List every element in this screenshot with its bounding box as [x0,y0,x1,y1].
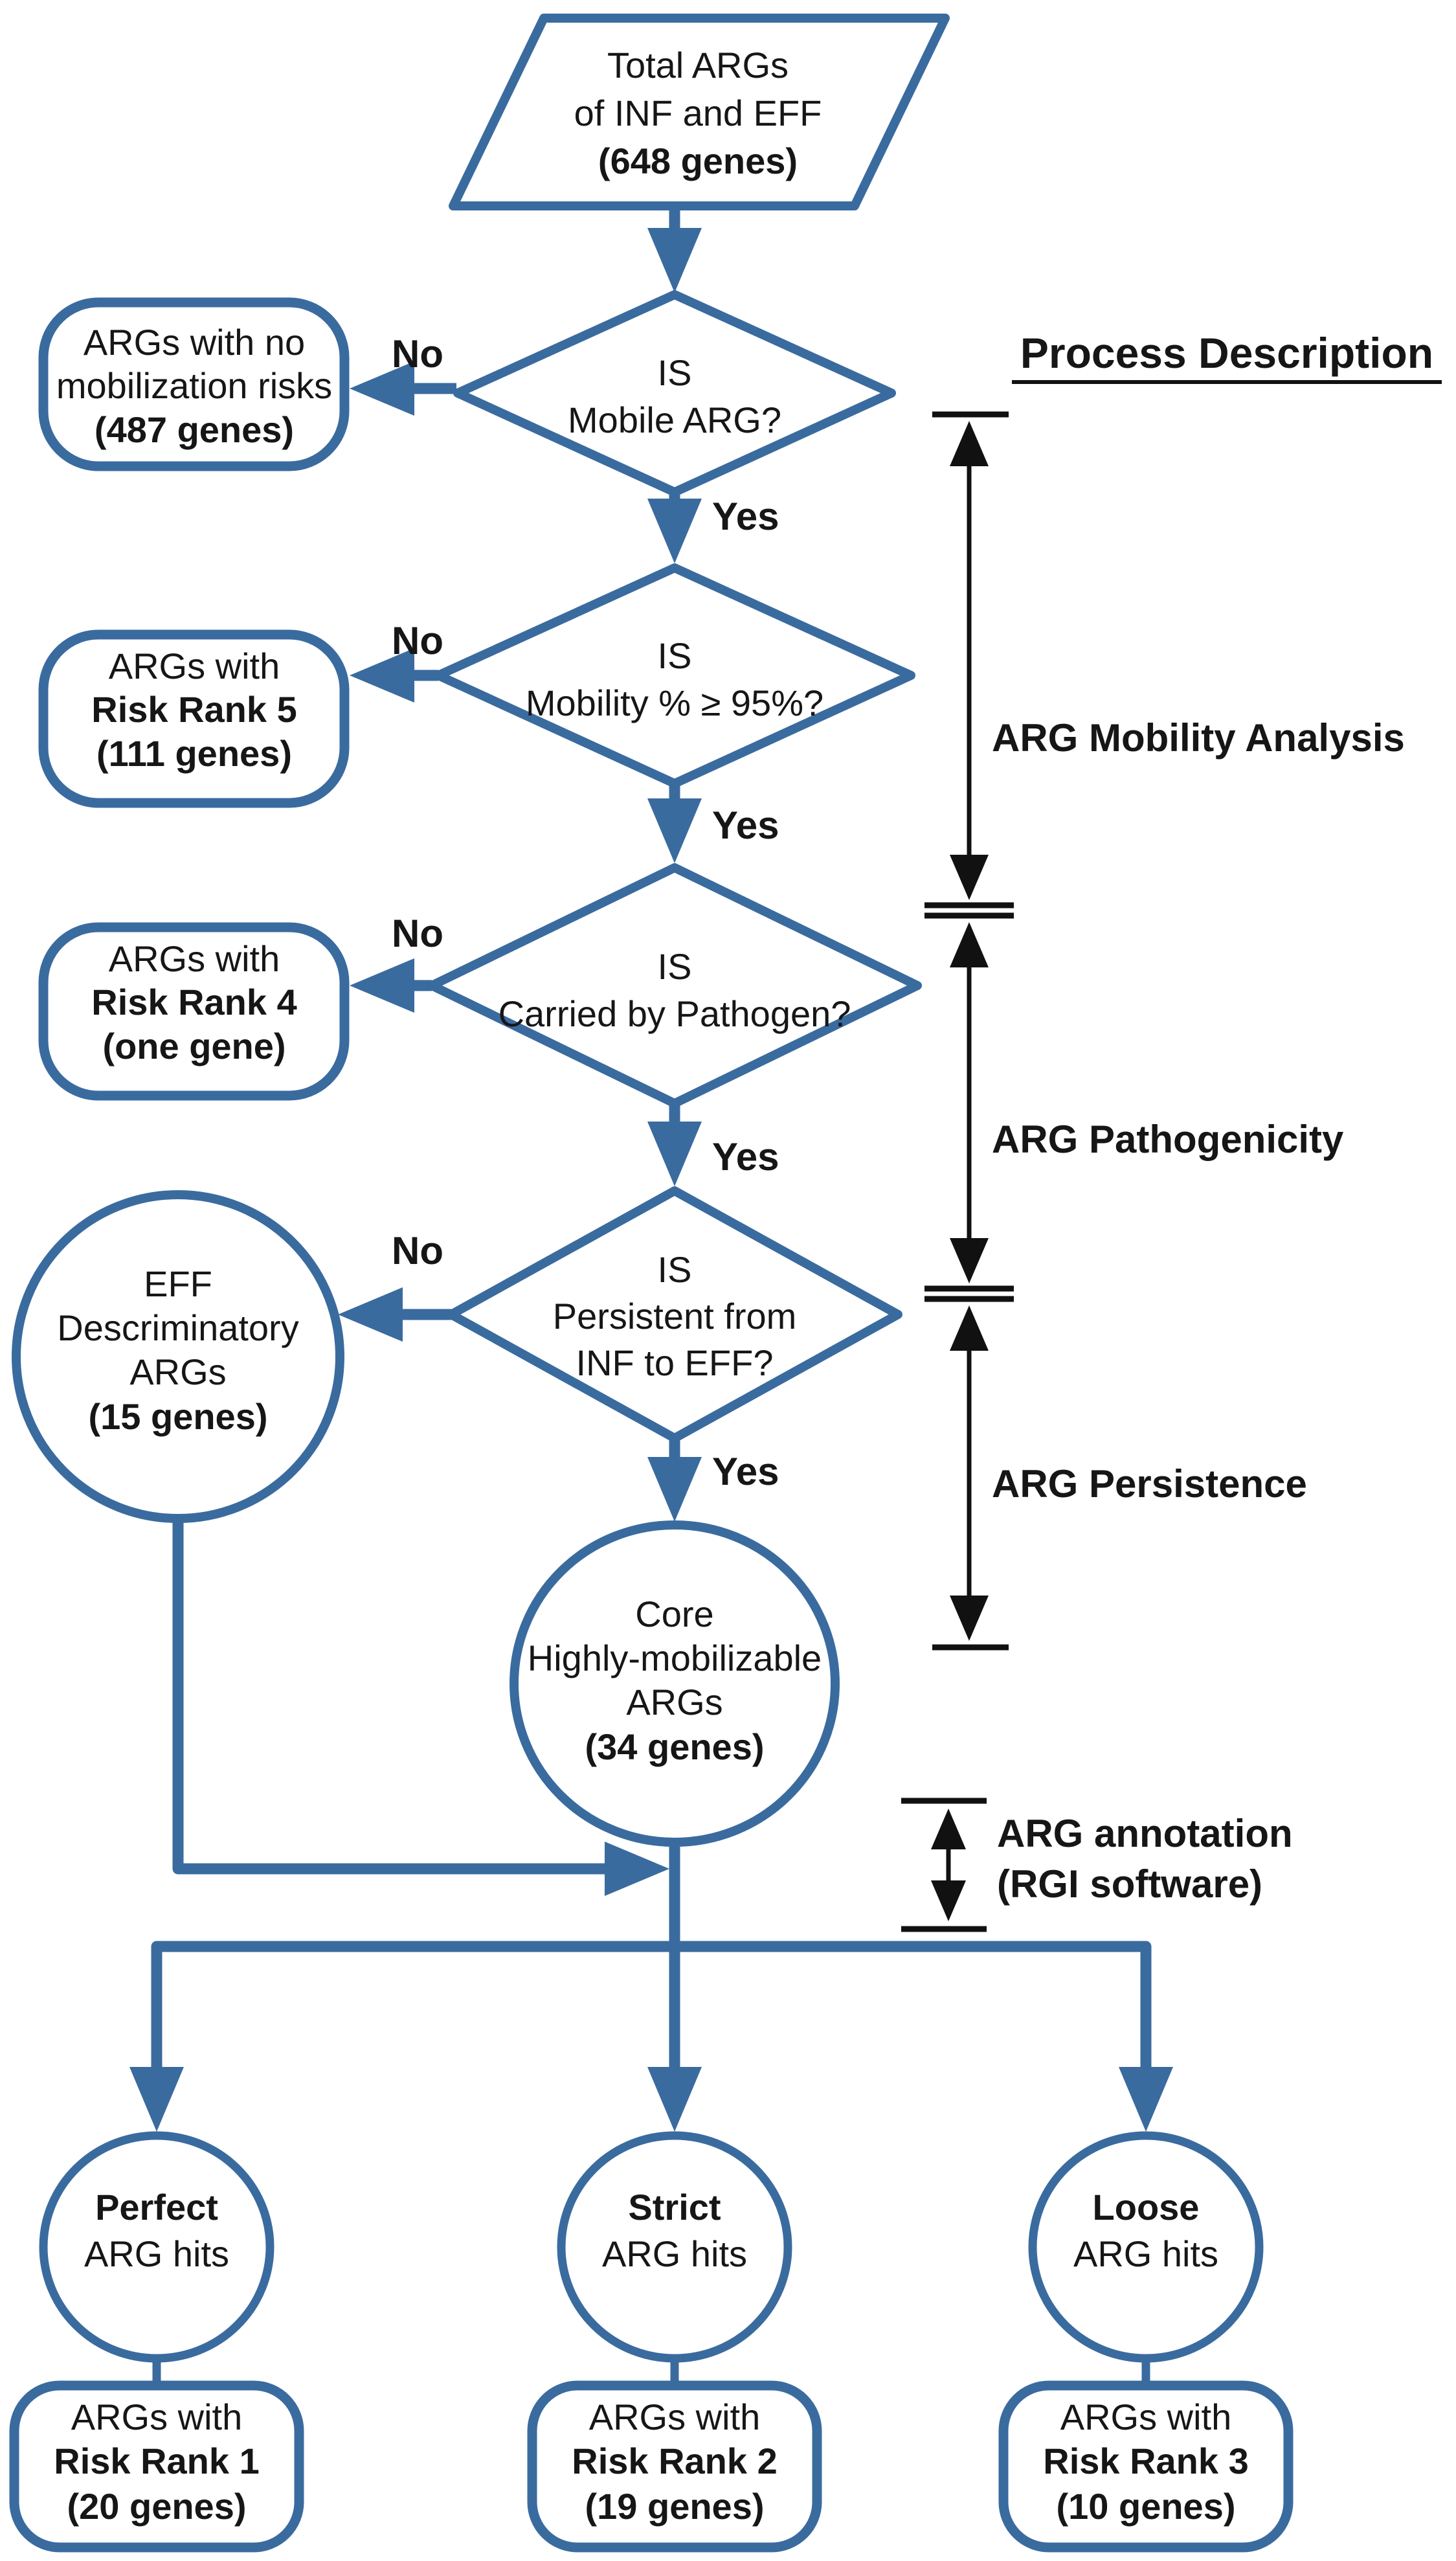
outcome-no-mobilization-box [38,297,350,471]
outcome-line: ARGs with no [84,322,305,363]
outcome-line: mobilization risks [56,365,332,406]
decision-line: IS [658,352,692,393]
arrowhead-loose-drop [1119,2067,1173,2132]
start-line: (648 genes) [598,141,798,181]
outcome-line: ARGs with [109,938,280,979]
edge-distribution-bar [151,1941,1152,2072]
arrowhead-d2-to-d3 [647,798,702,863]
decision-line: Carried by Pathogen? [498,993,851,1034]
decision-line: IS [658,635,692,676]
decision-mobility-95 [434,563,915,788]
decision-line: INF to EFF? [576,1342,774,1383]
eff-descriminatory-circle [12,1190,344,1523]
outcome-line: ARGs with [109,646,280,686]
perfect-hits-circle [39,2131,274,2363]
start-line: Total ARGs [607,45,789,85]
eff-line: (15 genes) [89,1396,268,1437]
rank-line: ARGs with [1060,2397,1232,2437]
arrowhead-d3-to-d4 [647,1122,702,1186]
start-parallelogram [449,14,950,210]
process-description-title: Process Description [1020,329,1433,377]
outcome-line: (487 genes) [95,409,294,450]
stage-label-persistence: ARG Persistence [992,1462,1307,1506]
decision-line: Persistent from [553,1296,797,1337]
annotation-arrow-up [931,1809,966,1849]
no-label: No [392,619,443,662]
rank1-box [9,2380,304,2553]
yes-label: Yes [712,495,779,538]
no-label: No [392,332,443,376]
rank-line: (20 genes) [67,2486,247,2527]
decision-line: IS [658,1249,692,1290]
rank-line: ARGs with [71,2397,243,2437]
annotation-label: (RGI software) [997,1862,1262,1906]
arrowhead-start-to-d1 [647,228,702,293]
arrowhead-d3-no [350,958,414,1013]
hit-line: ARG hits [84,2233,229,2274]
edge-eff-merge [172,1518,607,1875]
decision-line: Mobile ARG? [568,400,781,440]
annotation-label: ARG annotation [997,1812,1293,1855]
core-line: Core [635,1594,713,1634]
arrowhead-d1-to-d2 [647,499,702,563]
bracket-arrow-down [950,1596,989,1641]
arrowhead-d2-no [350,648,414,703]
stage-label-mobility: ARG Mobility Analysis [992,716,1405,760]
core-highly-mobilizable-circle [510,1520,840,1847]
outcome-line: Risk Rank 4 [91,982,297,1022]
rank3-box [998,2380,1294,2553]
core-line: (34 genes) [585,1726,765,1767]
eff-line: EFF [144,1263,212,1304]
rank-line: Risk Rank 1 [54,2441,260,2481]
hit-line: Perfect [95,2187,218,2228]
hit-line: ARG hits [1073,2233,1218,2274]
outcome-line: Risk Rank 5 [91,689,297,730]
eff-line: Descriminatory [57,1307,298,1348]
loose-hits-circle [1028,2131,1264,2363]
decision-persistent-inf-eff [447,1186,902,1443]
no-label: No [392,912,443,955]
arrowhead-perfect-drop [129,2067,184,2132]
bracket-arrow-down [950,1238,989,1283]
rank-line: (10 genes) [1057,2486,1236,2527]
annotation-arrow-down [931,1880,966,1921]
rank-line: (19 genes) [585,2486,765,2527]
strict-hits-circle [557,2131,792,2363]
bracket-arrow-up [950,922,989,967]
arrowhead-d1-no [350,361,414,416]
eff-line: ARGs [129,1351,226,1392]
arrowhead-strict-drop [647,2067,702,2132]
arrowhead-d4-no [338,1287,403,1342]
stage-label-pathogenicity: ARG Pathogenicity [992,1118,1344,1161]
yes-label: Yes [712,1135,779,1179]
outcome-line: (one gene) [102,1026,286,1066]
arrowhead-d4-to-core [647,1457,702,1522]
outcome-line: (111 genes) [96,733,292,774]
outcome-risk-rank-5-box [38,629,350,808]
hit-line: Strict [628,2187,721,2228]
bracket-arrow-up [950,1305,989,1351]
rank-line: Risk Rank 3 [1043,2441,1249,2481]
core-line: ARGs [626,1682,722,1722]
decision-mobile-arg [453,290,896,497]
yes-label: Yes [712,1450,779,1493]
start-line: of INF and EFF [574,93,822,133]
no-label: No [392,1229,443,1272]
rank-line: Risk Rank 2 [572,2441,778,2481]
hit-line: ARG hits [602,2233,747,2274]
decision-line: Mobility % ≥ 95%? [526,683,823,723]
decision-carried-by-pathogen [427,863,922,1108]
hit-line: Loose [1093,2187,1200,2228]
arrowhead-eff-merge [605,1842,669,1896]
bracket-arrow-up [950,421,989,466]
decision-line: IS [658,946,692,987]
rank2-box [527,2380,822,2553]
bracket-arrow-down [950,855,989,900]
yes-label: Yes [712,804,779,847]
outcome-risk-rank-4-box [38,922,350,1101]
rank-line: ARGs with [589,2397,761,2437]
core-line: Highly-mobilizable [528,1638,822,1678]
